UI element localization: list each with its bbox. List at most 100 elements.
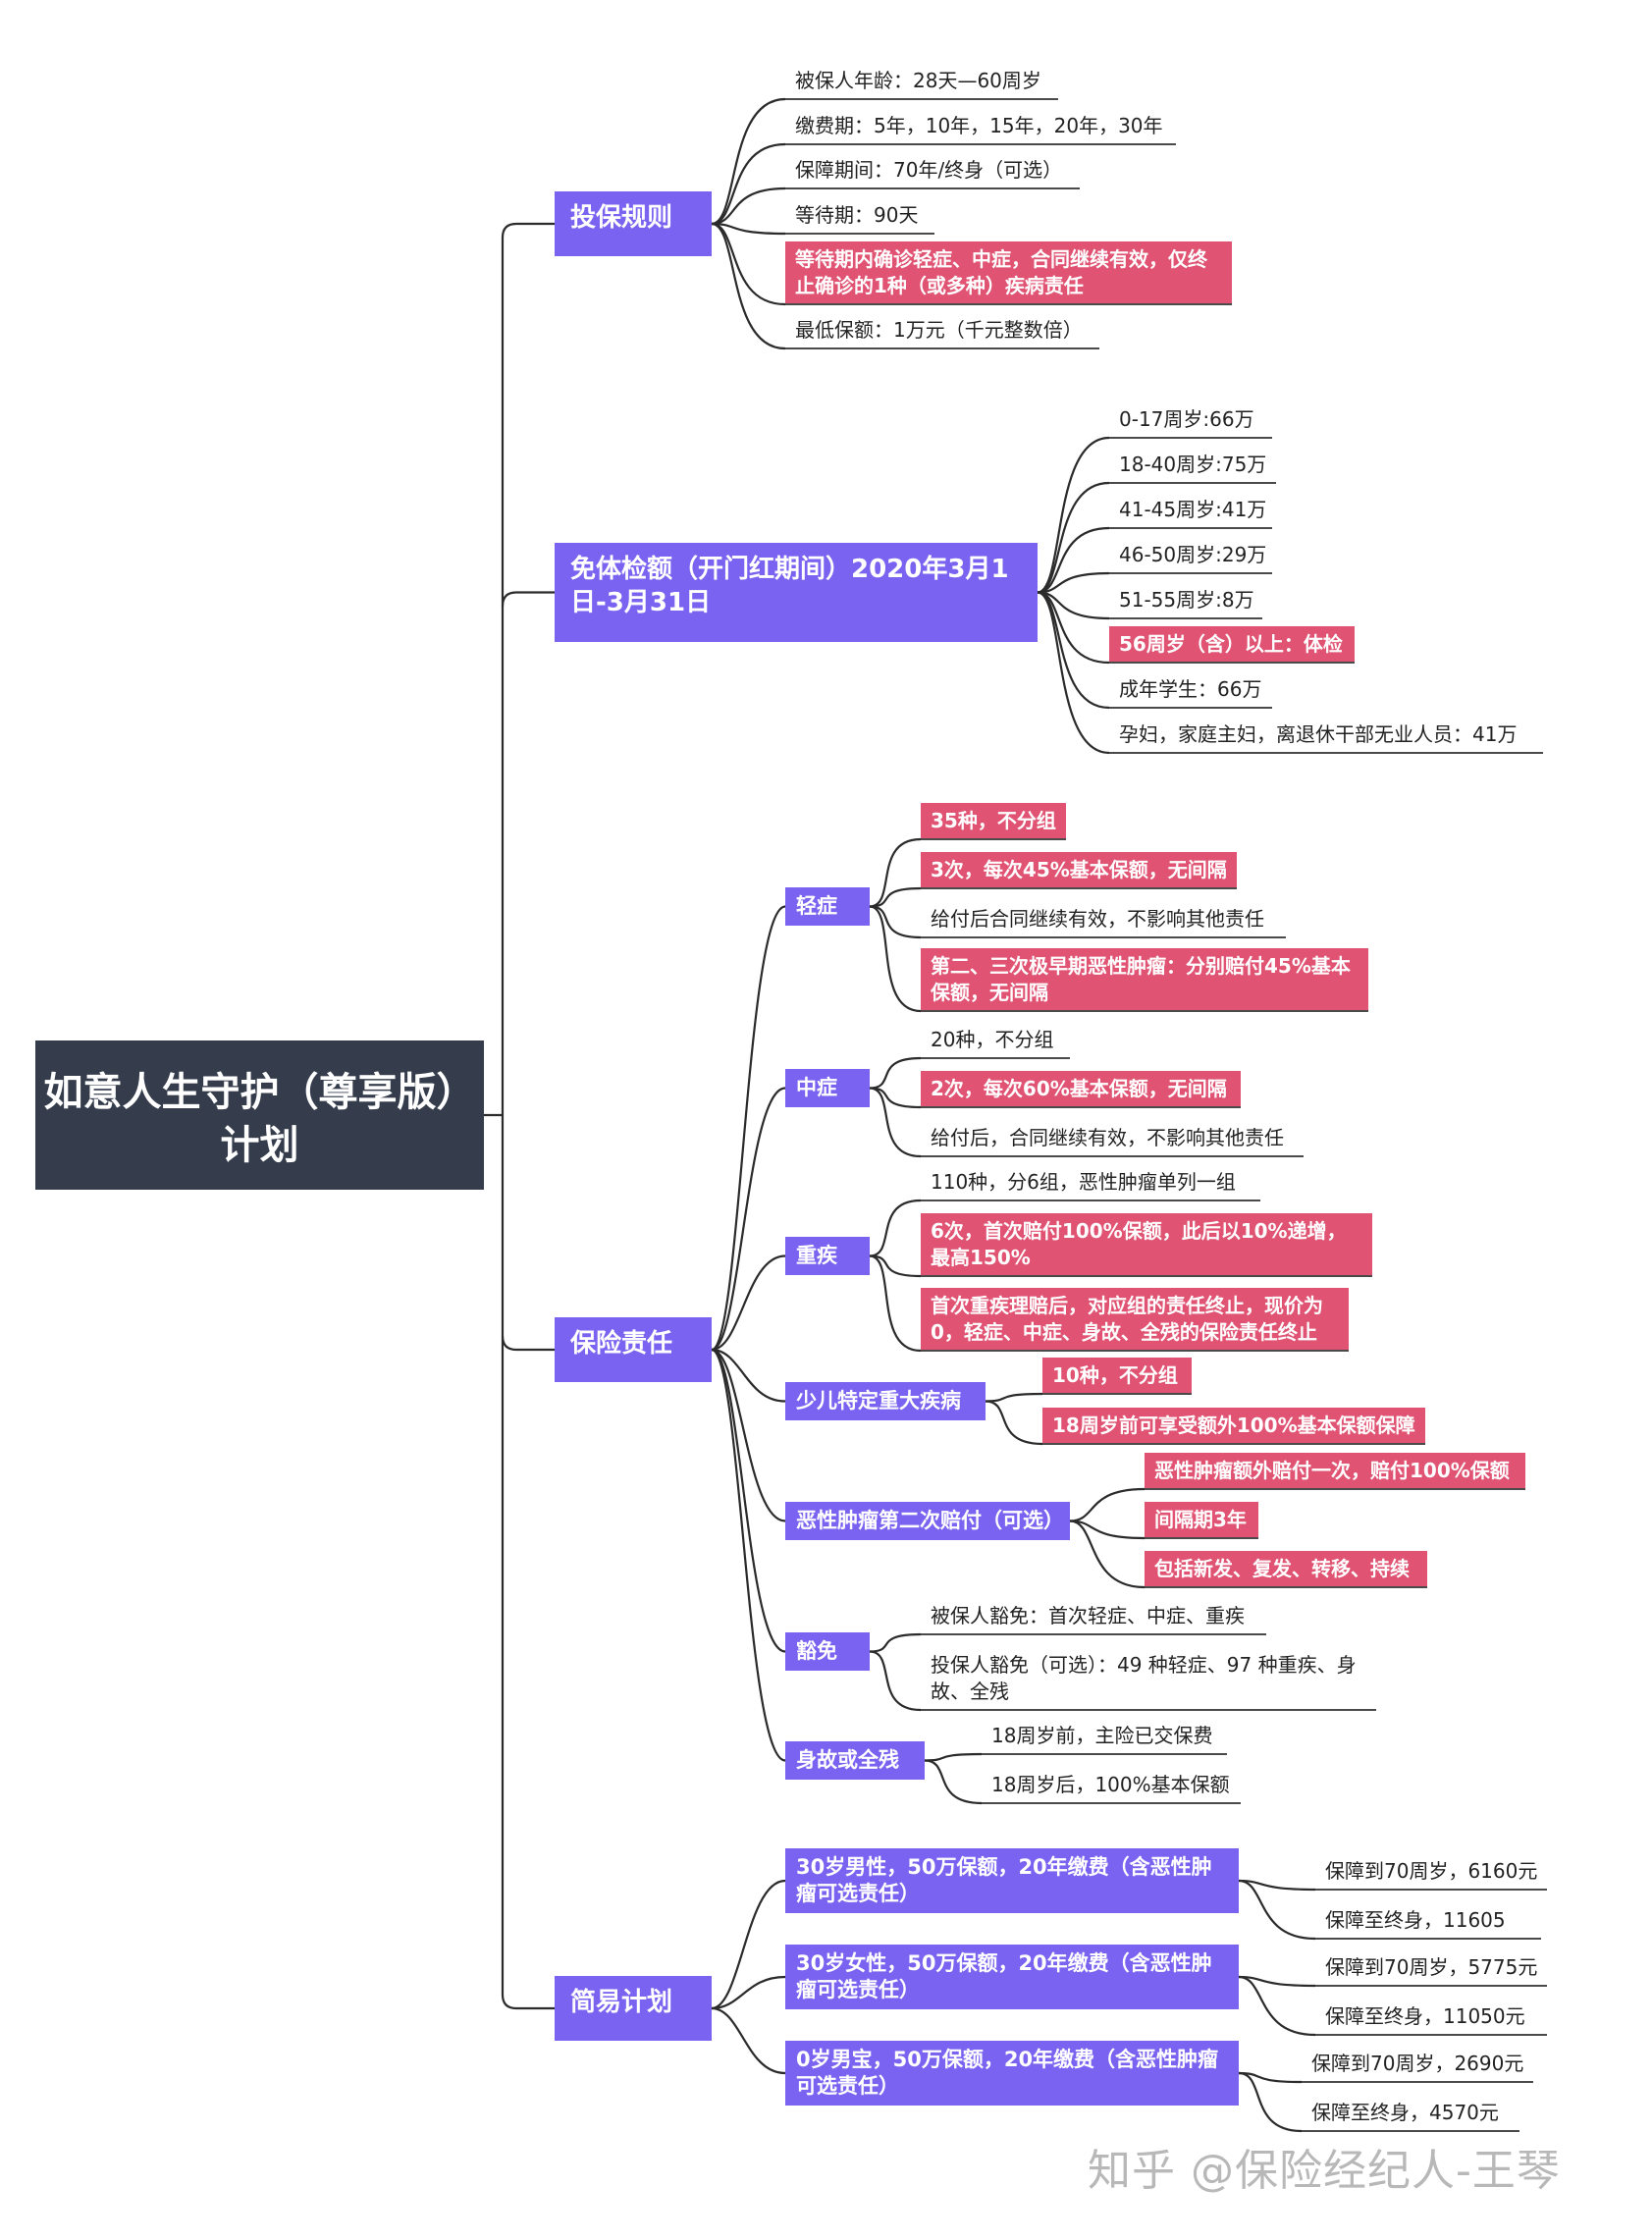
connector bbox=[711, 905, 786, 1352]
plan-baby-item: 保障至终身，4570元 bbox=[1302, 2095, 1519, 2132]
child-item-highlight: 18周岁前可享受额外100%基本保额保障 bbox=[1042, 1408, 1425, 1445]
rules-item: 最低保额：1万元（千元整数倍） bbox=[785, 312, 1099, 349]
connector bbox=[924, 1752, 983, 1762]
coverage-group-moderate: 中症 bbox=[785, 1069, 870, 1107]
branch-exam-free: 免体检额（开门红期间）2020年3月1日-3月31日 bbox=[555, 543, 1038, 642]
plan-male-30: 30岁男性，50万保额，20年缴费（含恶性肿瘤可选责任） bbox=[785, 1848, 1239, 1913]
cancer-item-highlight: 间隔期3年 bbox=[1145, 1502, 1258, 1539]
branch-exam-title: 免体检额（开门红期间）2020年3月1日-3月31日 bbox=[570, 555, 1009, 617]
connector bbox=[1037, 571, 1110, 594]
critical-item-highlight: 首次重疾理赔后，对应组的责任终止，现价为0，轻症、中症、身故、全残的保险责任终止 bbox=[921, 1288, 1349, 1352]
exam-item: 51-55周岁:8万 bbox=[1109, 582, 1262, 619]
moderate-item: 20种，不分组 bbox=[921, 1022, 1070, 1059]
moderate-item-highlight: 2次，每次60%基本保额，无间隔 bbox=[921, 1071, 1241, 1108]
connector bbox=[869, 1087, 922, 1158]
connector bbox=[869, 1087, 922, 1109]
critical-item: 110种，分6组，恶性肿瘤单列一组 bbox=[921, 1164, 1260, 1201]
connector bbox=[1238, 1975, 1316, 2037]
branch-rules: 投保规则 bbox=[555, 191, 712, 256]
connector bbox=[711, 97, 786, 226]
connector bbox=[985, 1400, 1043, 1446]
plan-male-item: 保障至终身，11605 bbox=[1315, 1902, 1541, 1940]
coverage-group-critical: 重疾 bbox=[785, 1237, 870, 1275]
branch-coverage-title: 保险责任 bbox=[570, 1329, 673, 1359]
connector bbox=[869, 1254, 922, 1353]
connector bbox=[985, 1392, 1043, 1403]
exam-item: 18-40周岁:75万 bbox=[1109, 447, 1276, 484]
connector bbox=[711, 187, 786, 226]
connector bbox=[869, 1199, 922, 1257]
connector bbox=[924, 1759, 983, 1805]
connector bbox=[711, 1348, 786, 1762]
connector bbox=[711, 222, 786, 350]
connector bbox=[711, 1348, 786, 1653]
death-item: 18周岁前，主险已交保费 bbox=[982, 1718, 1227, 1755]
connector bbox=[711, 2006, 786, 2075]
connector bbox=[711, 1975, 786, 2010]
connector bbox=[869, 1056, 922, 1090]
coverage-group-death: 身故或全残 bbox=[785, 1741, 925, 1780]
exam-item: 41-45周岁:41万 bbox=[1109, 492, 1272, 529]
plan-female-item: 保障至终身，11050元 bbox=[1315, 1999, 1547, 2036]
branch-plans-title: 简易计划 bbox=[570, 1988, 673, 2017]
connector bbox=[501, 222, 555, 239]
waiver-item: 投保人豁免（可选）：49 种轻症、97 种重疾、身故、全残 bbox=[921, 1647, 1376, 1711]
connector bbox=[1238, 1975, 1316, 1988]
connector bbox=[501, 1335, 555, 1352]
rules-item: 被保人年龄：28天—60周岁 bbox=[785, 63, 1058, 100]
connector bbox=[501, 591, 555, 607]
mild-item-highlight: 3次，每次45%基本保额，无间隔 bbox=[921, 852, 1237, 889]
child-item-highlight: 10种，不分组 bbox=[1042, 1358, 1192, 1395]
connector bbox=[869, 1650, 922, 1712]
connector bbox=[1037, 481, 1110, 594]
mild-item: 给付后合同继续有效，不影响其他责任 bbox=[921, 901, 1286, 938]
rules-item-highlight: 等待期内确诊轻症、中症，合同继续有效，仅终止确诊的1种（或多种）疾病责任 bbox=[785, 241, 1232, 305]
watermark: 知乎 @保险经纪人-王琴 bbox=[1088, 2146, 1561, 2196]
connector bbox=[501, 1994, 555, 2010]
connector bbox=[1069, 1520, 1146, 1589]
connector bbox=[1037, 591, 1110, 710]
branch-rules-title: 投保规则 bbox=[570, 203, 673, 233]
connector bbox=[1238, 1879, 1316, 1941]
mild-item-highlight: 第二、三次极早期恶性肿瘤：分别赔付45%基本保额，无间隔 bbox=[921, 948, 1368, 1012]
cancer-item-highlight: 恶性肿瘤额外赔付一次，赔付100%保额 bbox=[1145, 1453, 1525, 1490]
connector bbox=[1238, 2071, 1303, 2084]
plan-baby-0: 0岁男宝，50万保额，20年缴费（含恶性肿瘤可选责任） bbox=[785, 2041, 1239, 2106]
coverage-group-child: 少儿特定重大疾病 bbox=[785, 1382, 986, 1420]
exam-item: 孕妇，家庭主妇，离退休干部无业人员：41万 bbox=[1109, 717, 1543, 754]
connector bbox=[711, 1254, 786, 1352]
connector bbox=[869, 905, 922, 939]
plan-baby-item: 保障到70周岁，2690元 bbox=[1302, 2046, 1533, 2083]
connector bbox=[1069, 1520, 1146, 1540]
connector bbox=[869, 886, 922, 908]
connector bbox=[1238, 1879, 1316, 1892]
connector bbox=[711, 222, 786, 236]
connector bbox=[1037, 591, 1110, 620]
plan-female-item: 保障到70周岁，5775元 bbox=[1315, 1949, 1547, 1987]
exam-item-highlight: 56周岁（含）以上：体检 bbox=[1109, 626, 1355, 664]
rules-item: 等待期：90天 bbox=[785, 197, 934, 235]
connector bbox=[711, 1348, 786, 1522]
coverage-group-mild: 轻症 bbox=[785, 887, 870, 926]
connector bbox=[711, 142, 786, 226]
connector bbox=[869, 1254, 922, 1278]
root-title: 如意人生守护（尊享版）计划 bbox=[43, 1070, 476, 1168]
root-node: 如意人生守护（尊享版）计划 bbox=[35, 1040, 484, 1190]
connector bbox=[711, 1087, 786, 1352]
exam-item: 46-50周岁:29万 bbox=[1109, 537, 1272, 574]
connector bbox=[869, 1632, 922, 1653]
exam-item: 0-17周岁:66万 bbox=[1109, 401, 1272, 439]
connector bbox=[1037, 526, 1110, 594]
coverage-group-waiver: 豁免 bbox=[785, 1632, 870, 1671]
connector bbox=[869, 837, 922, 908]
branch-plans: 简易计划 bbox=[555, 1976, 712, 2041]
coverage-group-cancer-second: 恶性肿瘤第二次赔付（可选） bbox=[785, 1502, 1070, 1540]
moderate-item: 给付后，合同继续有效，不影响其他责任 bbox=[921, 1120, 1304, 1157]
critical-item-highlight: 6次，首次赔付100%保额，此后以10%递增，最高150% bbox=[921, 1213, 1372, 1277]
connector bbox=[1037, 591, 1110, 755]
plan-female-30: 30岁女性，50万保额，20年缴费（含恶性肿瘤可选责任） bbox=[785, 1945, 1239, 2009]
plan-male-item: 保障到70周岁，6160元 bbox=[1315, 1853, 1547, 1891]
cancer-item-highlight: 包括新发、复发、转移、持续 bbox=[1145, 1551, 1427, 1588]
connector bbox=[869, 905, 922, 1013]
